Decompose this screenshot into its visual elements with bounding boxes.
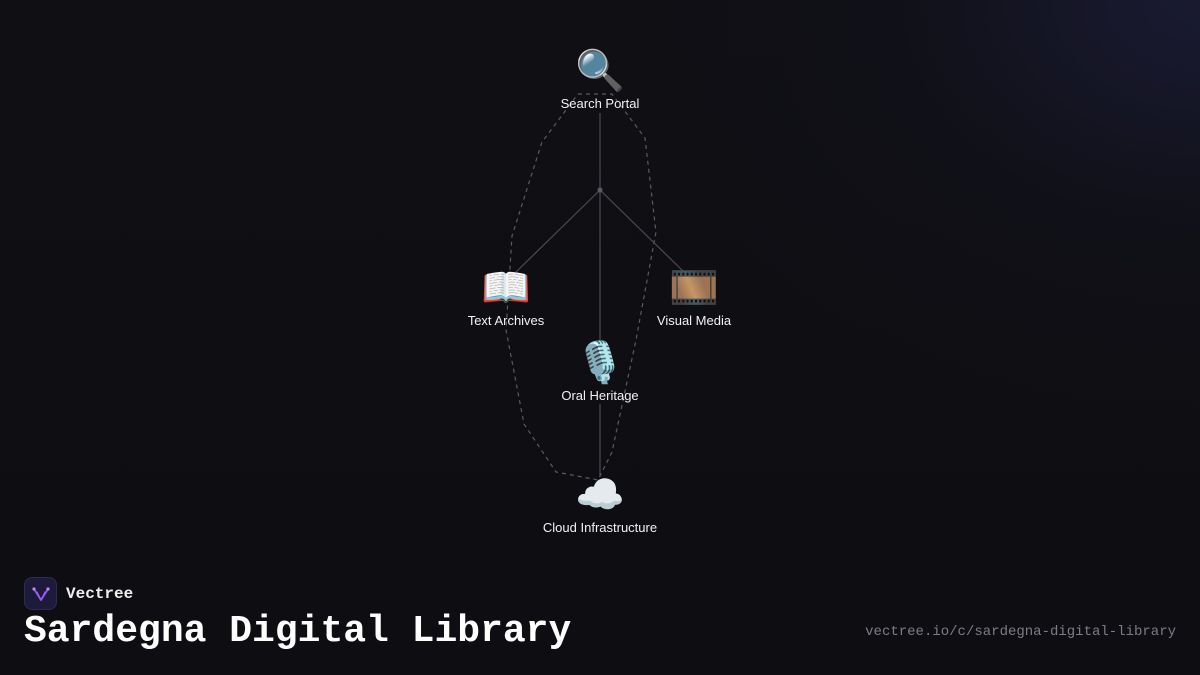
node-label: Text Archives bbox=[467, 313, 545, 328]
node-label: Visual Media bbox=[656, 313, 732, 328]
node-label: Cloud Infrastructure bbox=[542, 520, 658, 535]
page-url[interactable]: vectree.io/c/sardegna-digital-library bbox=[865, 624, 1176, 640]
group-outline bbox=[505, 93, 657, 481]
page-title: Sardegna Digital Library bbox=[24, 610, 572, 653]
magnifying-glass-icon: 🔍 bbox=[575, 48, 625, 94]
node-text-archives[interactable]: 📖 Text Archives bbox=[396, 265, 616, 328]
brand[interactable]: Vectree bbox=[24, 577, 133, 610]
edge-hub-to-visual-media bbox=[599, 189, 685, 273]
edge-junction bbox=[597, 187, 603, 193]
node-oral-heritage[interactable]: 🎙️ Oral Heritage bbox=[490, 340, 710, 403]
node-label: Oral Heritage bbox=[561, 388, 639, 403]
node-search-portal[interactable]: 🔍 Search Portal bbox=[490, 48, 710, 111]
node-visual-media[interactable]: 🎞️ Visual Media bbox=[584, 265, 804, 328]
node-label: Search Portal bbox=[560, 96, 640, 111]
brand-name: Vectree bbox=[66, 584, 134, 603]
cloud-icon: ☁️ bbox=[575, 472, 625, 518]
edge-hub-to-text-archives bbox=[515, 189, 601, 273]
microphone-icon: 🎙️ bbox=[575, 340, 625, 386]
open-book-icon: 📖 bbox=[481, 265, 531, 311]
node-cloud-infrastructure[interactable]: ☁️ Cloud Infrastructure bbox=[490, 472, 710, 535]
vectree-logo-icon bbox=[24, 577, 57, 610]
film-strip-icon: 🎞️ bbox=[669, 265, 719, 311]
